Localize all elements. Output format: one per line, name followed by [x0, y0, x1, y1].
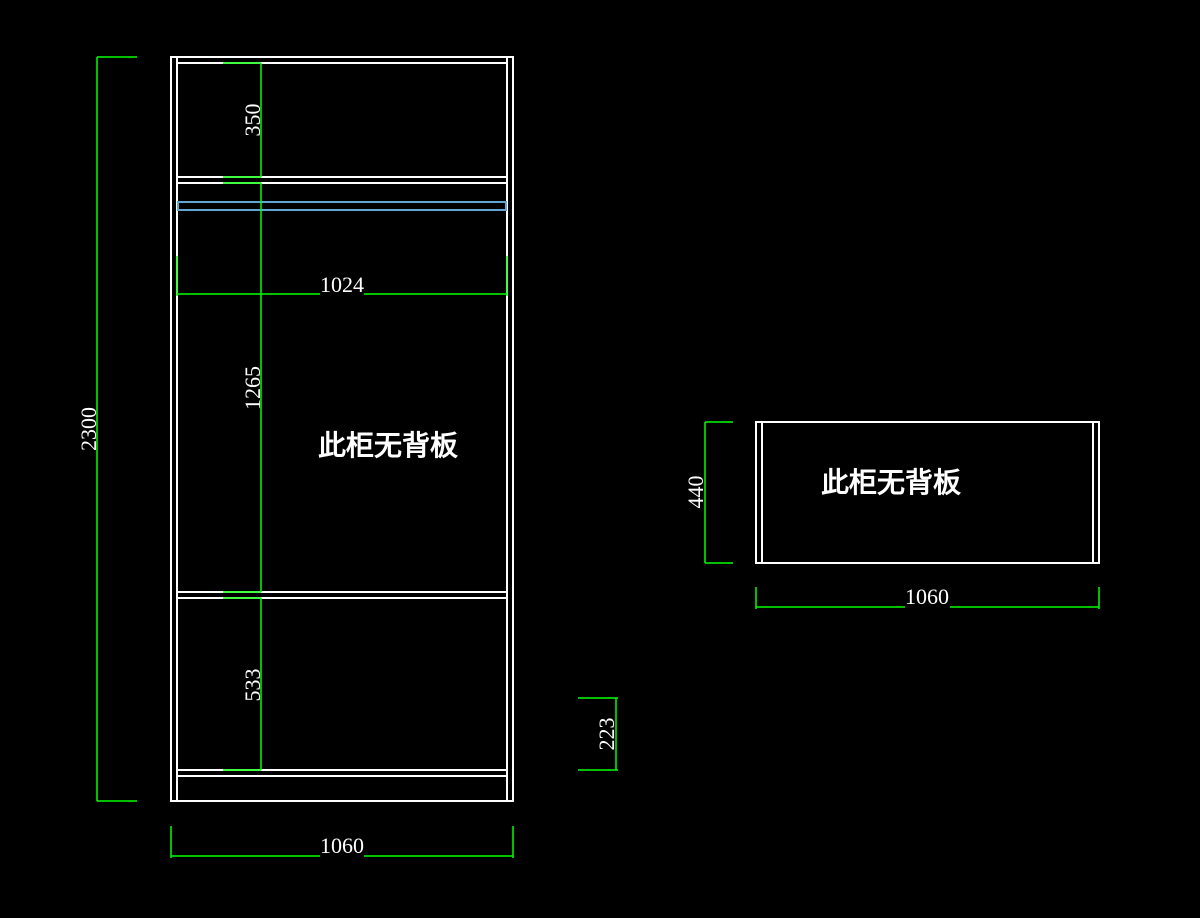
dimension-top-view-width: 1060 [755, 584, 1100, 609]
dimension-label-middle-compartment: 1265 [240, 366, 265, 410]
dimension-label-plinth-height: 223 [594, 718, 619, 751]
dimension-middle-compartment: 1265 [223, 182, 265, 593]
dimension-label-total-height: 2300 [76, 407, 101, 451]
dimension-label-top-compartment: 350 [240, 104, 265, 137]
hanging-rail [177, 201, 507, 211]
dimension-depth: 440 [683, 421, 733, 564]
dimension-label-top-view-width: 1060 [905, 584, 949, 609]
dimension-rail-width: 1024 [176, 256, 508, 297]
dimension-total-width: 1060 [170, 826, 514, 858]
dimension-label-total-width: 1060 [320, 833, 364, 858]
dimension-plinth-height: 223 [578, 697, 619, 771]
cabinet-outline [170, 56, 514, 802]
dimension-bottom-compartment: 533 [223, 597, 265, 771]
dimension-top-compartment: 350 [223, 62, 265, 178]
front-view: 此柜无背板 [170, 56, 514, 802]
dimension-label-bottom-compartment: 533 [240, 669, 265, 702]
dimension-label-rail-width: 1024 [320, 272, 364, 297]
dimension-total-height: 2300 [76, 56, 137, 802]
top-view-no-back-panel-note: 此柜无背板 [821, 466, 961, 499]
dimension-label-depth: 440 [683, 476, 708, 509]
no-back-panel-note: 此柜无背板 [318, 429, 458, 462]
top-view-outline [755, 421, 1100, 564]
top-view: 此柜无背板 [755, 421, 1100, 564]
